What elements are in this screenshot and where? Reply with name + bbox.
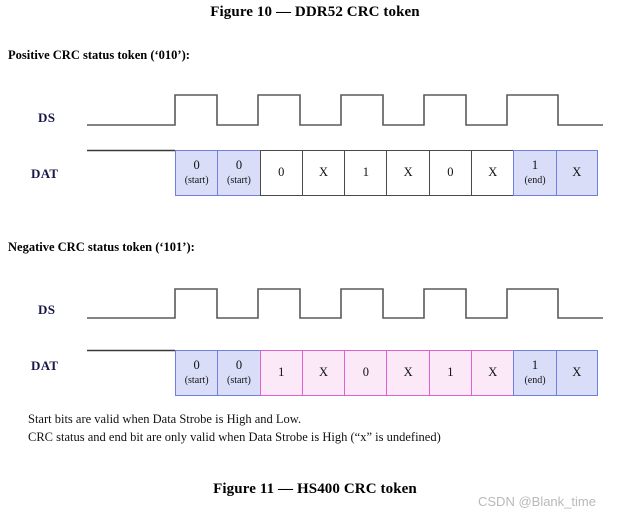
- dat-cell-negative-4: 0: [344, 350, 387, 396]
- dat-cell-positive-7: X: [471, 150, 514, 196]
- dat-cell-bit: 0: [235, 158, 243, 173]
- section-heading-negative-crc: Negative CRC status token (‘101’):: [8, 240, 195, 254]
- dat-cell-negative-2: 1: [259, 350, 302, 396]
- dat-cell-bit: X: [488, 365, 498, 380]
- dat-cell-positive-2: 0: [259, 150, 302, 196]
- dat-cell-bit: 1: [362, 165, 369, 180]
- dat-cell-bit: 0: [193, 358, 200, 373]
- dat-cell-bit: 0: [362, 365, 369, 380]
- dat-cell-sublabel: (start): [227, 174, 251, 186]
- dat-cell-negative-5: X: [386, 350, 429, 396]
- dat-cell-bit: X: [572, 365, 582, 380]
- dat-cell-negative-1: 0(start): [217, 350, 260, 396]
- dat-cell-bit: 1: [447, 365, 454, 380]
- dat-cell-bit: X: [572, 165, 582, 180]
- dat-cell-sublabel: (end): [524, 374, 546, 386]
- figure-caption-bottom: Figure 11 — HS400 CRC token: [213, 481, 417, 497]
- footnote-crc-status: CRC status and end bit are only valid wh…: [28, 430, 441, 444]
- dat-cell-bit: X: [403, 365, 413, 380]
- dat-cell-positive-4: 1: [344, 150, 387, 196]
- dat-cell-bit: 1: [531, 158, 539, 173]
- dat-cell-negative-0: 0(start): [175, 350, 218, 396]
- watermark-label: CSDN @Blank_time: [478, 494, 596, 509]
- dat-cell-bit: X: [488, 165, 498, 180]
- dat-cell-positive-1: 0(start): [217, 150, 260, 196]
- dat-cell-sublabel: (start): [227, 374, 251, 386]
- dat-cell-positive-3: X: [301, 150, 345, 196]
- dat-cell-positive-9: X: [555, 150, 598, 196]
- dat-cell-positive-6: 0: [428, 150, 472, 196]
- figure-caption-top: Figure 10 — DDR52 CRC token: [210, 4, 420, 20]
- dat-cell-negative-9: X: [555, 350, 598, 396]
- signal-label-dat-positive: DAT: [31, 166, 59, 181]
- footnote-start-bits: Start bits are valid when Data Strobe is…: [28, 412, 302, 426]
- section-heading-positive-crc: Positive CRC status token (‘010’):: [8, 48, 190, 62]
- dat-cell-negative-7: X: [471, 350, 514, 396]
- dat-cell-positive-0: 0(start): [175, 150, 218, 196]
- dat-cell-bit: 0: [193, 158, 200, 173]
- dat-cell-negative-8: 1(end): [513, 350, 556, 396]
- dat-cell-positive-5: X: [386, 150, 429, 196]
- dat-cell-sublabel: (start): [184, 374, 209, 386]
- ds-waveform-negative: [87, 288, 603, 319]
- dat-cell-negative-6: 1: [428, 350, 472, 396]
- signal-label-ds-negative: DS: [38, 302, 56, 317]
- dat-cell-bit: X: [319, 165, 329, 180]
- dat-cell-positive-8: 1(end): [513, 150, 556, 196]
- dat-cell-bit: X: [403, 165, 413, 180]
- dat-cell-sublabel: (end): [524, 174, 546, 186]
- dat-cell-bit: 0: [235, 358, 243, 373]
- signal-label-dat-negative: DAT: [31, 358, 59, 373]
- dat-cell-negative-3: X: [301, 350, 345, 396]
- ds-waveform-positive: [87, 94, 603, 126]
- dat-cell-bit: 0: [447, 165, 454, 180]
- dat-cell-bit: X: [319, 365, 329, 380]
- dat-cell-sublabel: (start): [184, 174, 209, 186]
- dat-cell-bit: 1: [531, 358, 539, 373]
- dat-cell-bit: 0: [278, 165, 285, 180]
- signal-label-ds-positive: DS: [38, 110, 56, 125]
- dat-cell-bit: 1: [278, 365, 285, 380]
